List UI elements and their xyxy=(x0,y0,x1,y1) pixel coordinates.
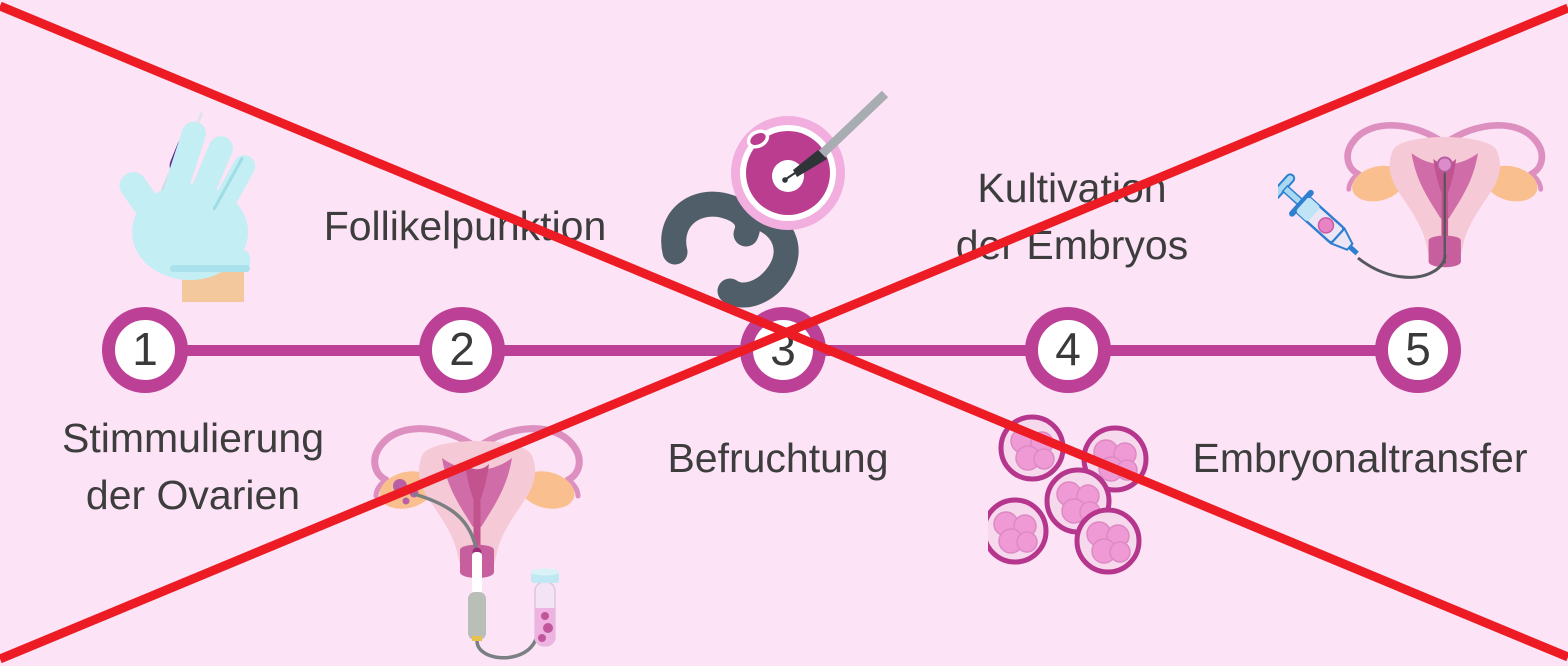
step-2-number: 2 xyxy=(449,323,475,375)
embryo-cell-cluster-icon xyxy=(988,414,1149,575)
step-4-label: Kultivation der Embryos xyxy=(955,165,1189,268)
embryo xyxy=(1074,507,1142,575)
embryo xyxy=(998,414,1066,482)
follicle xyxy=(393,479,407,493)
probe-handle xyxy=(468,592,486,640)
uterus-embryo-transfer-syringe-icon xyxy=(1278,122,1546,279)
step-4-circle: 4 xyxy=(1025,307,1111,393)
embryo xyxy=(988,497,1049,565)
injection-needle xyxy=(818,90,889,158)
test-tube xyxy=(531,568,559,647)
uterus-follicle-aspiration-icon xyxy=(371,425,583,660)
step-2-label: Follikelpunktion xyxy=(323,203,607,249)
embryo-in-uterus xyxy=(1436,156,1453,173)
step-5-label: Embryonaltransfer xyxy=(1192,435,1528,481)
step-1-label: Stimmulierung der Ovarien xyxy=(61,415,325,518)
step-5-number: 5 xyxy=(1405,323,1431,375)
step-3-circle: 3 xyxy=(740,307,826,393)
step-5-circle: 5 xyxy=(1375,307,1461,393)
probe-shaft xyxy=(472,552,482,594)
gloved-hand-syringe-icon xyxy=(119,112,256,302)
uterus xyxy=(1344,122,1546,268)
step-2-circle: 2 xyxy=(419,307,505,393)
holding-pipette-arm xyxy=(661,191,761,265)
step-1-circle: 1 xyxy=(102,307,188,393)
step-4-number: 4 xyxy=(1055,323,1081,375)
collection-tube xyxy=(475,607,546,660)
follicle xyxy=(402,497,410,505)
step-3-label: Befruchtung xyxy=(667,435,889,481)
step-3-number: 3 xyxy=(770,323,796,375)
step-1-number: 1 xyxy=(132,323,158,375)
